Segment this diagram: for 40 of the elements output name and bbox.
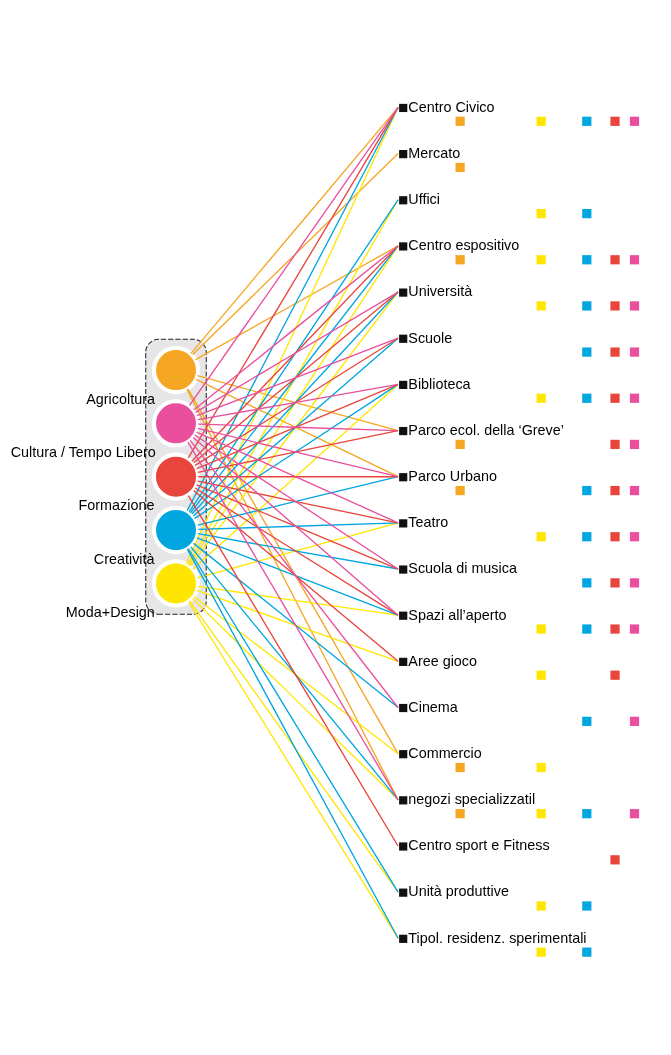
connector xyxy=(197,585,399,616)
node-label: Formazione xyxy=(78,496,155,513)
connector xyxy=(197,521,399,530)
connector xyxy=(192,542,399,708)
connector xyxy=(194,290,399,413)
connector xyxy=(188,106,399,406)
connector xyxy=(187,494,399,847)
connector xyxy=(192,337,399,517)
connector xyxy=(197,383,399,420)
connector xyxy=(196,521,399,578)
connector xyxy=(190,106,399,354)
connector xyxy=(192,244,399,411)
connector xyxy=(192,436,399,616)
node-label: Creatività xyxy=(93,550,155,567)
connector xyxy=(189,439,399,708)
connector xyxy=(192,383,399,570)
node-label: Agricoltura xyxy=(86,390,155,407)
connector xyxy=(192,290,399,463)
connector xyxy=(194,383,399,519)
node-label: Cultura / Tempo Libero xyxy=(10,443,156,460)
connector xyxy=(196,374,399,431)
connector xyxy=(189,244,399,514)
connector xyxy=(194,244,399,360)
connector xyxy=(191,290,399,515)
connector xyxy=(191,244,399,462)
connector xyxy=(195,431,399,524)
connector xyxy=(194,433,399,570)
connector xyxy=(196,536,399,616)
connector xyxy=(197,422,399,431)
node-label: Moda+Design xyxy=(65,603,155,620)
connector xyxy=(194,337,399,466)
connector xyxy=(192,489,399,662)
connector xyxy=(191,152,399,355)
connector xyxy=(195,483,399,570)
connector xyxy=(190,545,399,800)
connector xyxy=(196,337,399,416)
connector xyxy=(193,595,399,754)
connector xyxy=(196,589,399,662)
connector xyxy=(194,486,399,616)
node-circle xyxy=(151,345,201,394)
